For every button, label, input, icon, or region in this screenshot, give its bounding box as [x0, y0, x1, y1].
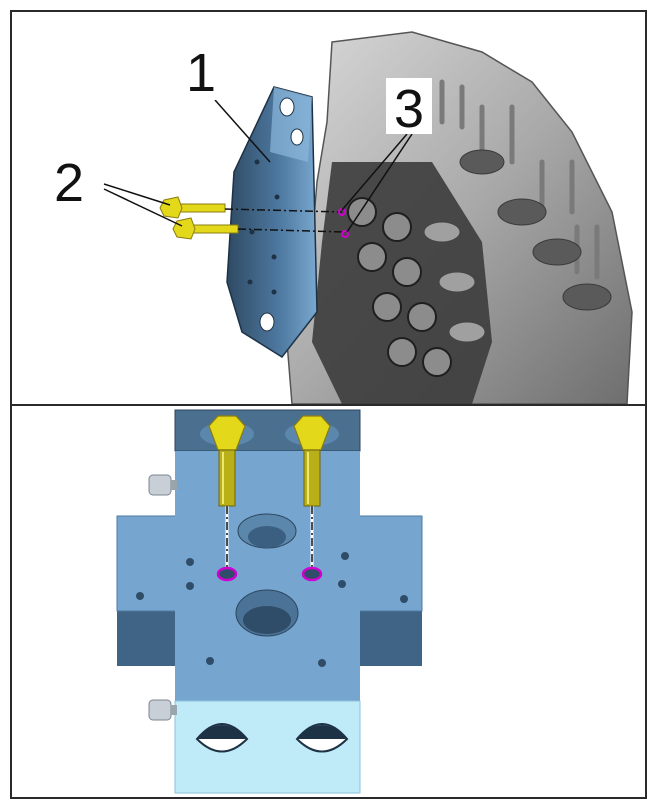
callout-label-2: 2 [54, 153, 84, 213]
front-view-illustration [116, 409, 423, 794]
front-view-panel [10, 404, 647, 799]
callout-label-1: 1 [186, 43, 216, 103]
callout-3-backing [386, 78, 432, 134]
plate-holes [136, 513, 408, 753]
top-view-bolts [200, 415, 339, 507]
alignment-lines [224, 208, 346, 233]
front-alignment-lines [226, 506, 313, 569]
callout-1-backing [180, 40, 222, 100]
callout-label-3: 3 [394, 79, 424, 139]
side-screws [148, 474, 177, 721]
front-target-hole-markers [216, 566, 323, 582]
bolt-part [159, 196, 239, 240]
leader-lines [103, 99, 413, 233]
cylinder-head [286, 31, 633, 404]
callout-2-backing [48, 150, 90, 210]
exploded-view-panel: 1 2 3 [10, 10, 647, 406]
tool-plate-part [226, 86, 318, 358]
exploded-view-illustration: 1 2 3 [48, 31, 633, 404]
